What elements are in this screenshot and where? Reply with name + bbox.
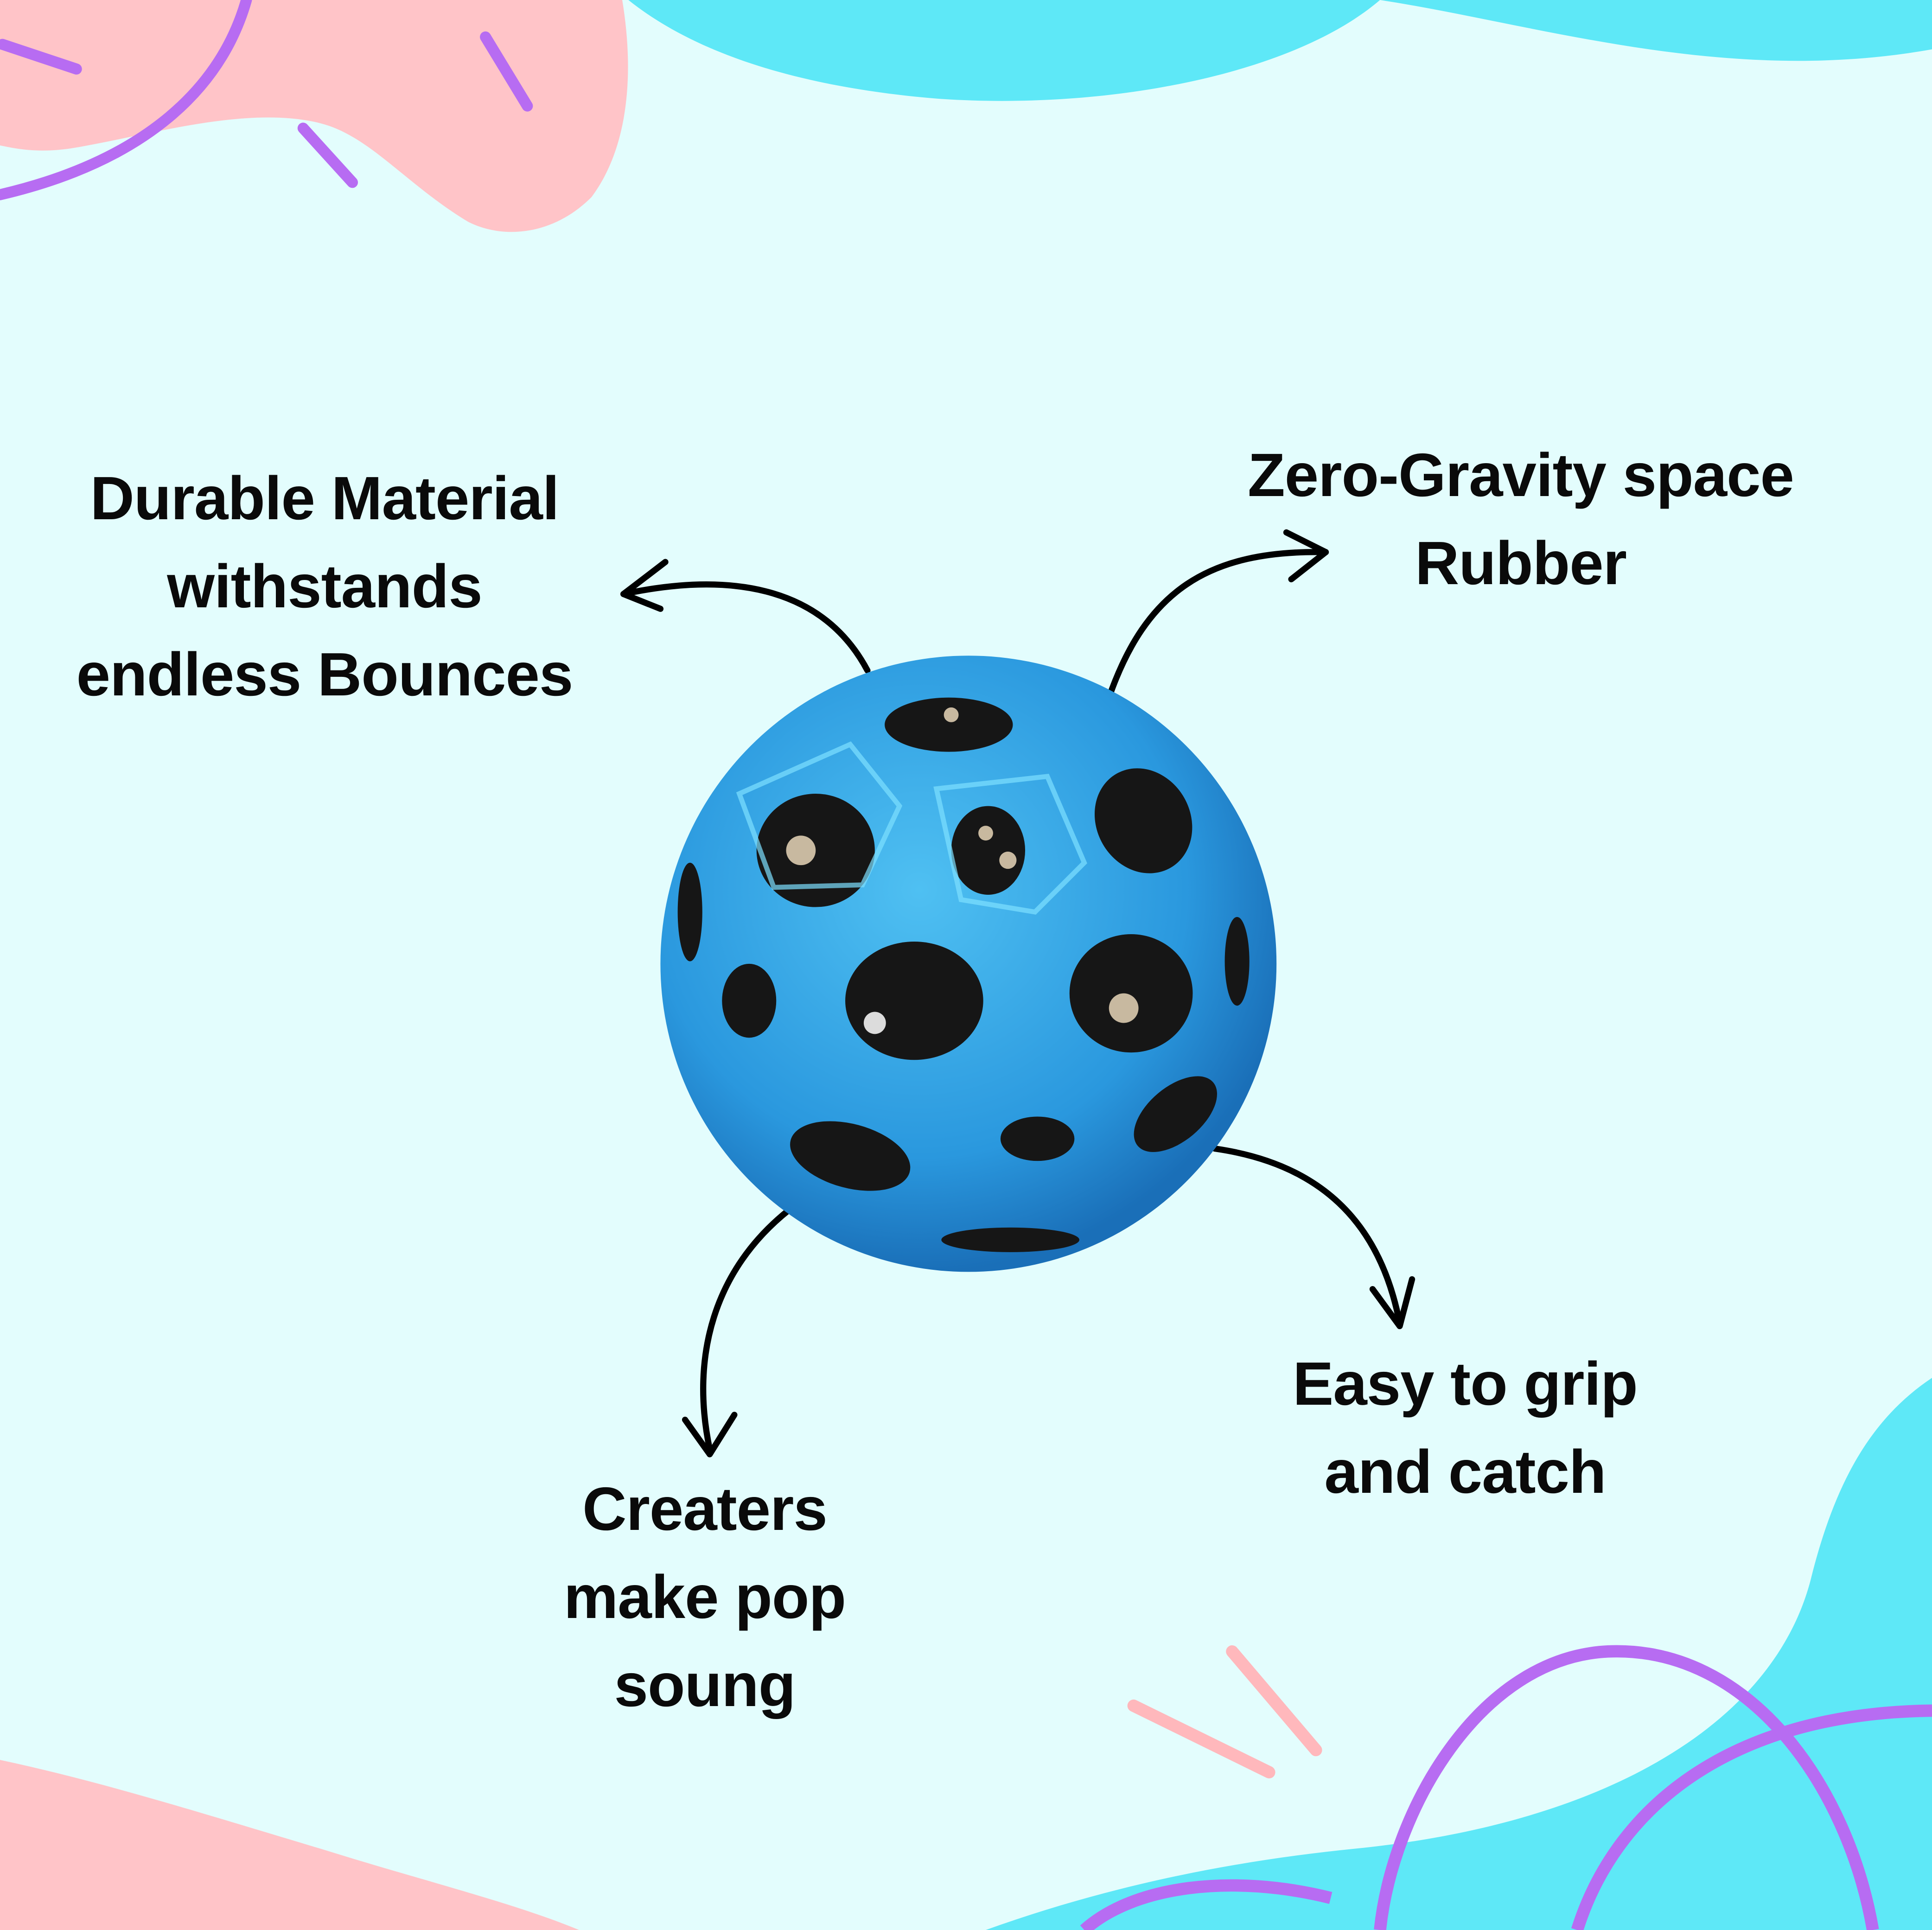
feature-line: soung: [614, 1651, 796, 1719]
purple-arc-top-left: [0, 0, 252, 200]
cyan-blob-bottom-right: [986, 1378, 1932, 1930]
feature-line: withstands: [167, 552, 482, 620]
pink-blob-bottom-left: [0, 1760, 580, 1930]
purple-arc-bottom-3: [1080, 1879, 1333, 1930]
purple-arc-bottom-1: [1374, 1645, 1879, 1930]
cyan-blob-top: [628, 0, 1932, 101]
pink-dash: [1226, 1645, 1322, 1757]
feature-line: Durable Material: [90, 464, 560, 532]
feature-line: endless Bounces: [76, 640, 574, 708]
feature-zero-gravity-label: Zero-Gravity space Rubber: [1196, 431, 1845, 607]
feature-line: Zero-Gravity space: [1248, 441, 1794, 509]
pink-dash: [1127, 1699, 1275, 1779]
curved-arrow-right-icon: [1106, 529, 1329, 701]
feature-line: Rubber: [1415, 529, 1627, 597]
pink-blob-top-left: [0, 0, 628, 232]
feature-craters-label: Creaters make pop soung: [473, 1465, 937, 1729]
feature-grip-label: Easy to grip and catch: [1233, 1340, 1697, 1516]
purple-arc-bottom-2: [1571, 1704, 1932, 1930]
feature-line: Creaters: [582, 1475, 828, 1543]
purple-dash: [0, 38, 82, 75]
ball-icon: [660, 656, 1277, 1272]
curved-arrow-left-icon: [620, 559, 871, 674]
purple-dash: [297, 122, 358, 188]
curved-arrow-down-icon: [1211, 1145, 1416, 1330]
purple-dash: [480, 31, 533, 112]
feature-line: Easy to grip: [1293, 1350, 1638, 1418]
curved-arrow-down-icon: [682, 1207, 792, 1458]
feature-durable-label: Durable Material withstands endless Boun…: [46, 454, 603, 719]
feature-line: and catch: [1324, 1438, 1606, 1506]
feature-line: make pop: [563, 1563, 846, 1631]
